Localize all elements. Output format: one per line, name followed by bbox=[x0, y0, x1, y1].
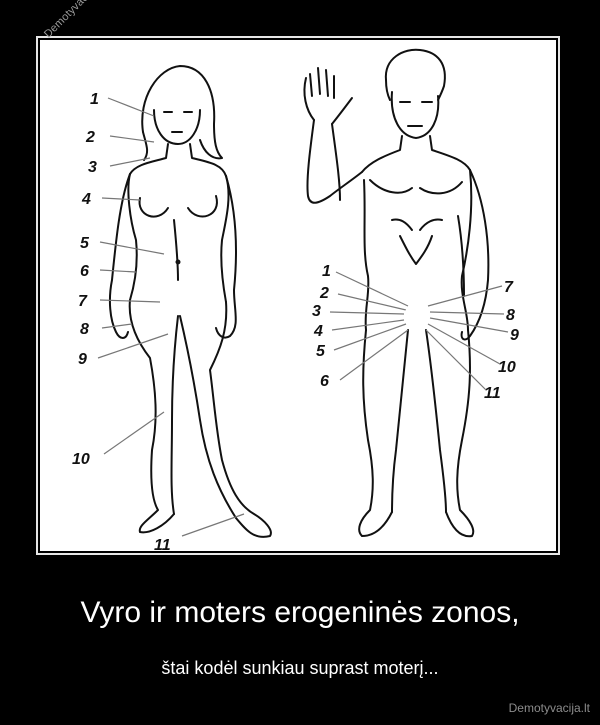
male-label-1: 1 bbox=[322, 263, 331, 280]
male-figure bbox=[303, 48, 490, 538]
female-label-6: 6 bbox=[80, 263, 89, 280]
female-label-2: 2 bbox=[85, 129, 95, 146]
illustration: 1 2 3 4 5 6 7 8 9 10 11 bbox=[40, 40, 556, 551]
female-label-10: 10 bbox=[72, 451, 90, 468]
male-pointer-lines bbox=[329, 271, 509, 391]
female-label-8: 8 bbox=[80, 321, 89, 338]
poster-subtitle: štai kodėl sunkiau suprast moterį... bbox=[161, 658, 439, 678]
female-label-9: 9 bbox=[78, 351, 87, 368]
male-label-3: 3 bbox=[312, 303, 321, 320]
male-labels: 1 2 3 4 5 6 7 8 9 10 11 bbox=[312, 263, 519, 402]
female-label-11: 11 bbox=[154, 537, 171, 551]
corner-watermark: Demotyvacija.lt bbox=[42, 0, 106, 41]
poster-title: Vyro ir moters erogeninės zonos, bbox=[80, 596, 520, 629]
male-label-10: 10 bbox=[498, 359, 516, 376]
site-watermark[interactable]: Demotyvacija.lt bbox=[508, 701, 590, 715]
male-label-7: 7 bbox=[504, 279, 514, 296]
female-label-1: 1 bbox=[90, 91, 99, 108]
male-label-2: 2 bbox=[319, 285, 329, 302]
female-label-3: 3 bbox=[88, 159, 97, 176]
female-pointer-lines bbox=[97, 97, 245, 537]
male-label-4: 4 bbox=[313, 323, 323, 340]
female-label-5: 5 bbox=[80, 235, 90, 252]
male-label-5: 5 bbox=[316, 343, 326, 360]
male-label-6: 6 bbox=[320, 373, 329, 390]
female-label-4: 4 bbox=[81, 191, 91, 208]
male-label-9: 9 bbox=[510, 327, 519, 344]
male-label-8: 8 bbox=[506, 307, 515, 324]
male-label-11: 11 bbox=[484, 385, 501, 402]
body-diagram: 1 2 3 4 5 6 7 8 9 10 11 bbox=[72, 48, 519, 551]
female-label-7: 7 bbox=[78, 293, 88, 310]
female-figure bbox=[108, 65, 272, 538]
female-labels: 1 2 3 4 5 6 7 8 9 10 11 bbox=[72, 91, 171, 551]
